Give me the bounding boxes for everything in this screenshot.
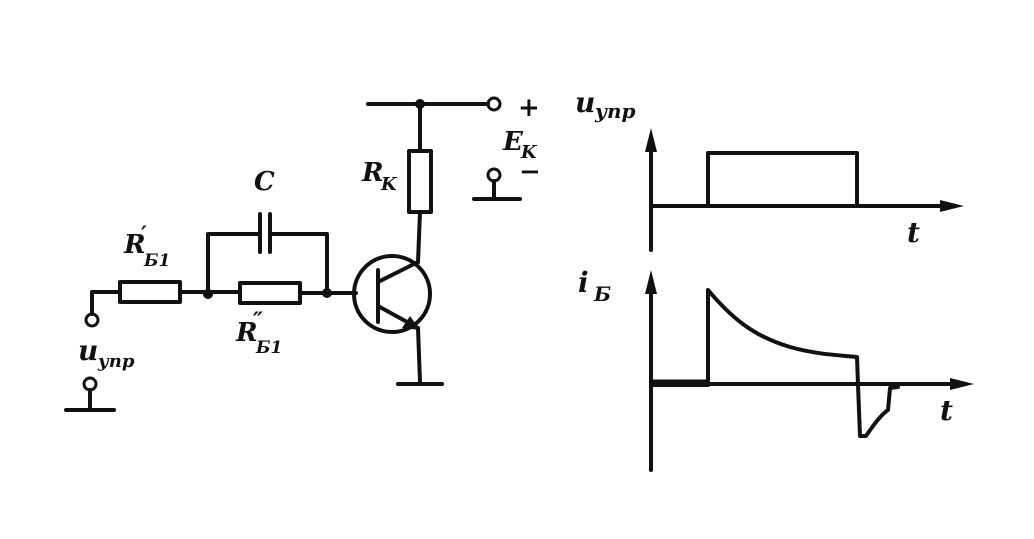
wire-cap-left bbox=[206, 232, 260, 296]
transistor-collector bbox=[376, 260, 420, 284]
transistor-body bbox=[352, 254, 432, 334]
rb1-prime-label: R bbox=[123, 230, 146, 260]
input-voltage-label: u bbox=[78, 334, 98, 367]
capacitor-label: C bbox=[254, 167, 275, 197]
top-y-subscript: упр bbox=[594, 99, 636, 123]
wire-input bbox=[90, 290, 122, 316]
graph-control-voltage: u упр t bbox=[575, 86, 964, 252]
top-x-arrow bbox=[940, 200, 964, 212]
top-y-label: u bbox=[575, 86, 595, 119]
circuit-schematic: C R ′ Б1 R ″ Б1 R K E K + − u упр bbox=[64, 93, 541, 412]
wire-cap-right bbox=[270, 232, 329, 295]
graph-base-current: i Б t bbox=[578, 266, 974, 472]
wire-emitter bbox=[416, 326, 422, 384]
bottom-y-label: i bbox=[578, 266, 589, 299]
rb1-prime-mark: ′ bbox=[141, 222, 147, 248]
rb1-prime-subscript: Б1 bbox=[143, 251, 170, 271]
wire-collector bbox=[416, 210, 422, 264]
rb1-double-prime-label: R bbox=[235, 318, 258, 348]
resistor-rk bbox=[407, 149, 433, 214]
junction-supply bbox=[415, 99, 425, 109]
control-pulse bbox=[706, 151, 859, 208]
bottom-x-arrow bbox=[950, 378, 974, 390]
rk-subscript: K bbox=[380, 174, 398, 195]
plus-sign: + bbox=[518, 93, 540, 123]
minus-sign: − bbox=[519, 157, 541, 187]
top-y-arrow bbox=[645, 128, 657, 152]
resistor-rb1-prime bbox=[118, 280, 182, 304]
rb1-double-prime-subscript: Б1 bbox=[255, 338, 282, 358]
top-x-label: t bbox=[907, 216, 920, 249]
bottom-y-arrow bbox=[645, 270, 657, 294]
bottom-x-label: t bbox=[940, 394, 953, 427]
ek-label: E bbox=[502, 127, 524, 157]
timing-graphs: u упр t i Б t bbox=[575, 86, 974, 472]
supply-terminal-plus bbox=[486, 96, 502, 112]
rb1-double-prime-mark: ″ bbox=[253, 308, 263, 334]
base-current-waveform bbox=[649, 288, 900, 438]
input-voltage-subscript: упр bbox=[97, 351, 135, 372]
bottom-y-subscript: Б bbox=[593, 282, 611, 306]
resistor-rb1-double-prime bbox=[238, 281, 302, 305]
rk-label: R bbox=[361, 158, 384, 188]
emitter-arrow bbox=[402, 316, 420, 330]
ek-subscript: K bbox=[520, 142, 538, 163]
